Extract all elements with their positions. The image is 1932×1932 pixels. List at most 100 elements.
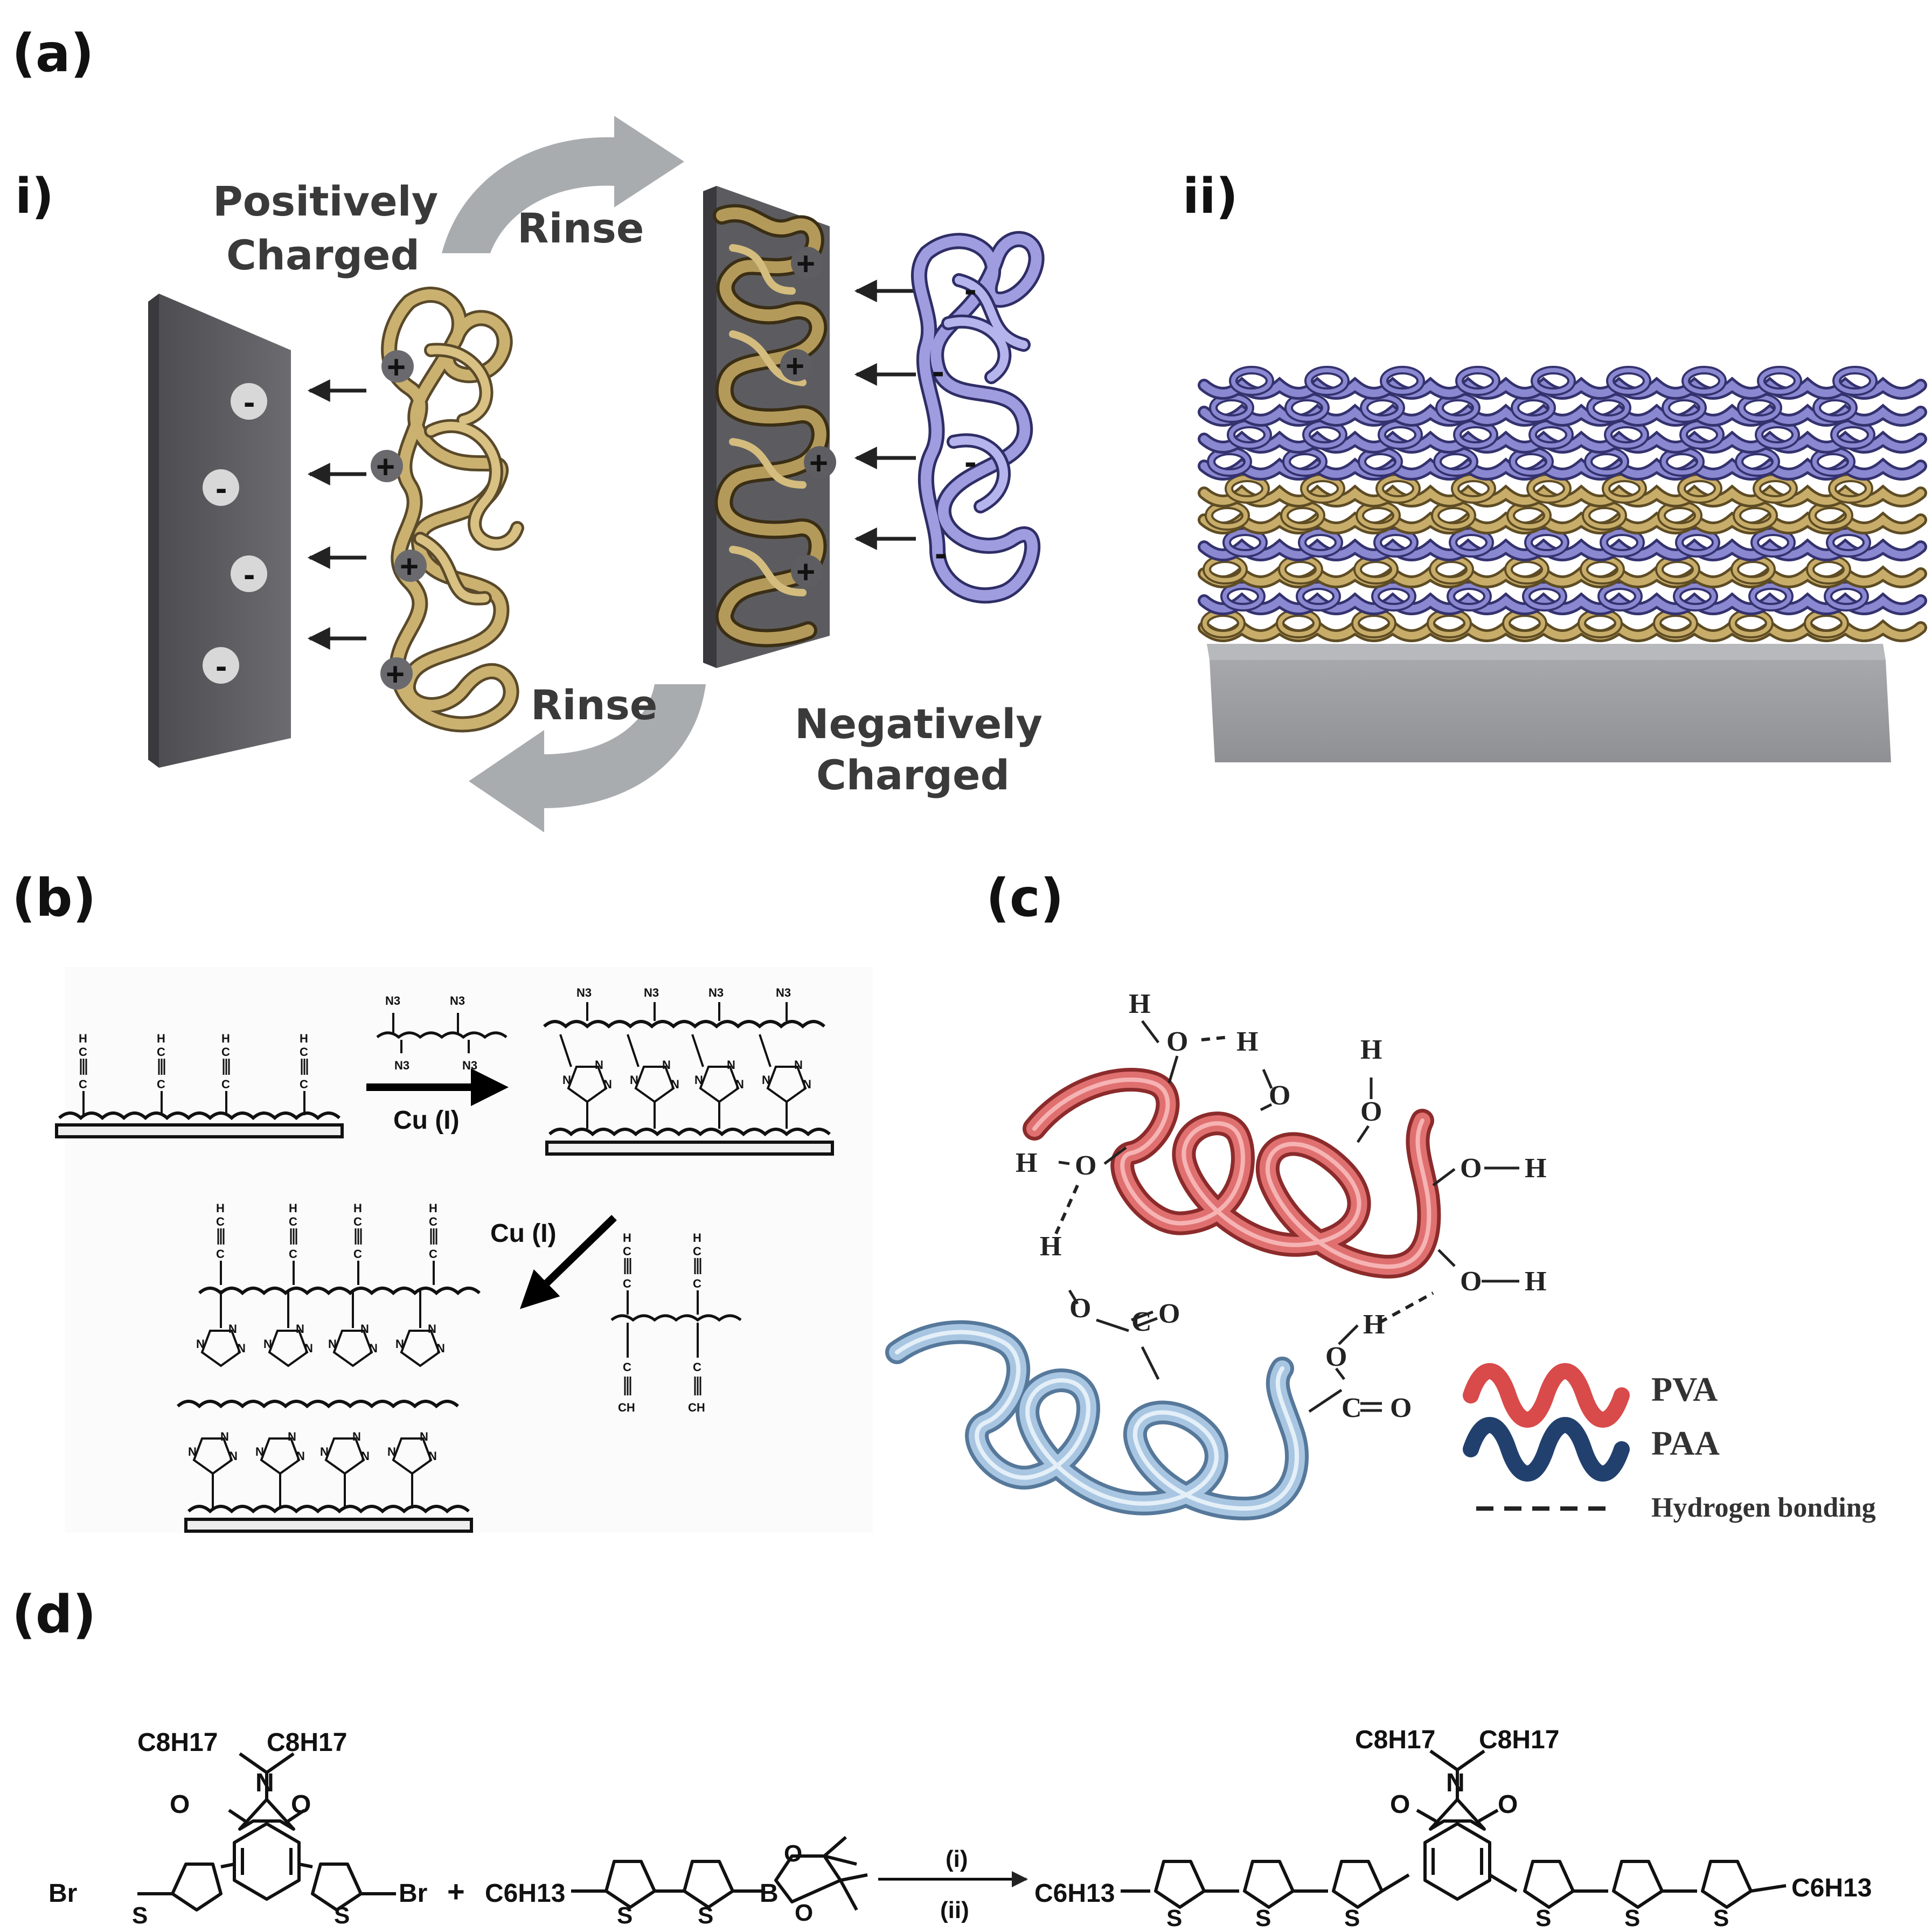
atom-label: O [1460, 1266, 1482, 1297]
hydrogen-atom: H [216, 1201, 225, 1215]
substrate-left [159, 294, 291, 768]
nitrogen-atom: N [220, 1430, 229, 1443]
plus-charge: + [796, 554, 815, 590]
plus-charge: + [400, 548, 419, 585]
minus-charge: - [964, 269, 977, 310]
panel-d-labels: Br Br S S O O N C8H17 C8H17 + C6H13 S S … [48, 1726, 1872, 1931]
azide-polymer: N3 N3 N3 N3 [376, 994, 508, 1072]
plus-charge: + [796, 246, 815, 282]
film-loop [1302, 476, 1343, 502]
attraction-arrows-right [854, 280, 916, 550]
negatively-charged-label: Charged [816, 751, 1010, 799]
film-loop [1528, 476, 1569, 502]
nitrogen-atom: N [255, 1445, 264, 1458]
atom-label: H [1525, 1153, 1546, 1184]
nitrogen-atom: N [288, 1430, 296, 1443]
nitrogen-atom: N [320, 1445, 329, 1458]
atom-label: H [1363, 1309, 1385, 1340]
carbon-atom: C [693, 1277, 701, 1290]
azide-label: N3 [394, 1059, 409, 1072]
negative-polyelectrolyte [911, 231, 1045, 604]
minus-charge: - [216, 469, 227, 508]
triazole-ring [268, 1330, 309, 1367]
nitrogen-atom: N [360, 1322, 369, 1336]
film-loop [1834, 368, 1875, 394]
nitrogen-atom: N [671, 1078, 679, 1091]
carbon-atom: C [429, 1247, 437, 1261]
sulfur-atom: S [1344, 1905, 1360, 1931]
atom-label: C [1342, 1393, 1362, 1423]
pva-chain [1023, 1068, 1441, 1279]
sulfur-atom: S [1535, 1905, 1551, 1931]
product-oligomer [1121, 1749, 1787, 1909]
hexyl-chain: C6H13 [1034, 1879, 1115, 1908]
atom-label: H [1360, 1034, 1382, 1065]
legend-pva-swatch [1463, 1363, 1630, 1428]
minus-charge: - [935, 533, 947, 574]
nitrogen-atom: N [304, 1342, 313, 1355]
atom-label: O [1325, 1342, 1347, 1372]
rinse-label-top: Rinse [517, 204, 644, 252]
sulfur-atom: S [698, 1902, 713, 1929]
panel-label-a: (a) [12, 23, 94, 84]
atom-label: O [1460, 1153, 1482, 1184]
nitrogen-atom: N [188, 1445, 197, 1458]
panel-a-multilayer-film [1198, 366, 1927, 762]
panel-label-d: (d) [12, 1584, 96, 1645]
carbon-atom: C [289, 1215, 297, 1228]
minus-charge: - [964, 441, 977, 482]
minus-charge: - [932, 351, 944, 392]
carbon-atom: C [300, 1078, 308, 1091]
nitrogen-atom: N [369, 1342, 378, 1355]
film-loop [1684, 368, 1725, 394]
nitrogen-atom: N [420, 1430, 428, 1443]
carbon-atom: C [693, 1360, 701, 1374]
nitrogen-atom: N [255, 1769, 274, 1797]
atom-label: O [1360, 1096, 1382, 1127]
film-loop [1451, 530, 1492, 555]
atom-label: O [1158, 1298, 1180, 1329]
film-loop [1378, 476, 1419, 502]
oxygen-atom: O [795, 1900, 813, 1926]
nitrogen-atom: N [361, 1449, 370, 1463]
oxygen-atom: O [1390, 1790, 1410, 1819]
triazole-ring [332, 1330, 373, 1367]
nitrogen-atom: N [229, 1449, 238, 1463]
hydrogen-atom: H [623, 1231, 631, 1245]
film-loop [1759, 368, 1800, 394]
film-loop [1679, 476, 1720, 502]
azide-label: N3 [576, 986, 592, 999]
condition-ii: (ii) [940, 1897, 969, 1923]
triazole-ring [400, 1330, 441, 1367]
nitrogen-atom: N [694, 1073, 703, 1087]
reaction-arrow-2 [519, 1214, 617, 1309]
nitrogen-atom: N [228, 1322, 237, 1336]
film-loop [1298, 583, 1339, 609]
triazole-ring [699, 1066, 740, 1103]
bromine-right: Br [399, 1879, 427, 1908]
carbon-atom: C [221, 1045, 230, 1059]
carbon-atom: C [157, 1078, 165, 1091]
film-loop [1457, 368, 1498, 394]
nitrogen-atom: N [794, 1058, 803, 1072]
rinse-arrow-bottom [469, 684, 706, 832]
hexyl-chain: C6H13 [1791, 1874, 1872, 1902]
hydrogen-atom: H [79, 1032, 87, 1045]
film-loop [1231, 368, 1272, 394]
oxygen-atom: O [291, 1790, 311, 1819]
carbon-atom: C [79, 1045, 87, 1059]
sulfur-atom: S [132, 1902, 148, 1929]
film-loop [1227, 476, 1268, 502]
nitrogen-atom: N [436, 1342, 445, 1355]
nitrogen-atom: N [328, 1337, 337, 1351]
film-loop [1604, 476, 1645, 502]
alkyl-chain: C8H17 [137, 1728, 218, 1757]
legend-pva-label: PVA [1651, 1370, 1718, 1408]
plus-charge: + [386, 656, 405, 692]
sulfur-atom: S [1166, 1905, 1182, 1931]
panel-label-c: (c) [986, 868, 1064, 928]
film-loop [1222, 583, 1263, 609]
nitrogen-atom: N [803, 1078, 811, 1091]
